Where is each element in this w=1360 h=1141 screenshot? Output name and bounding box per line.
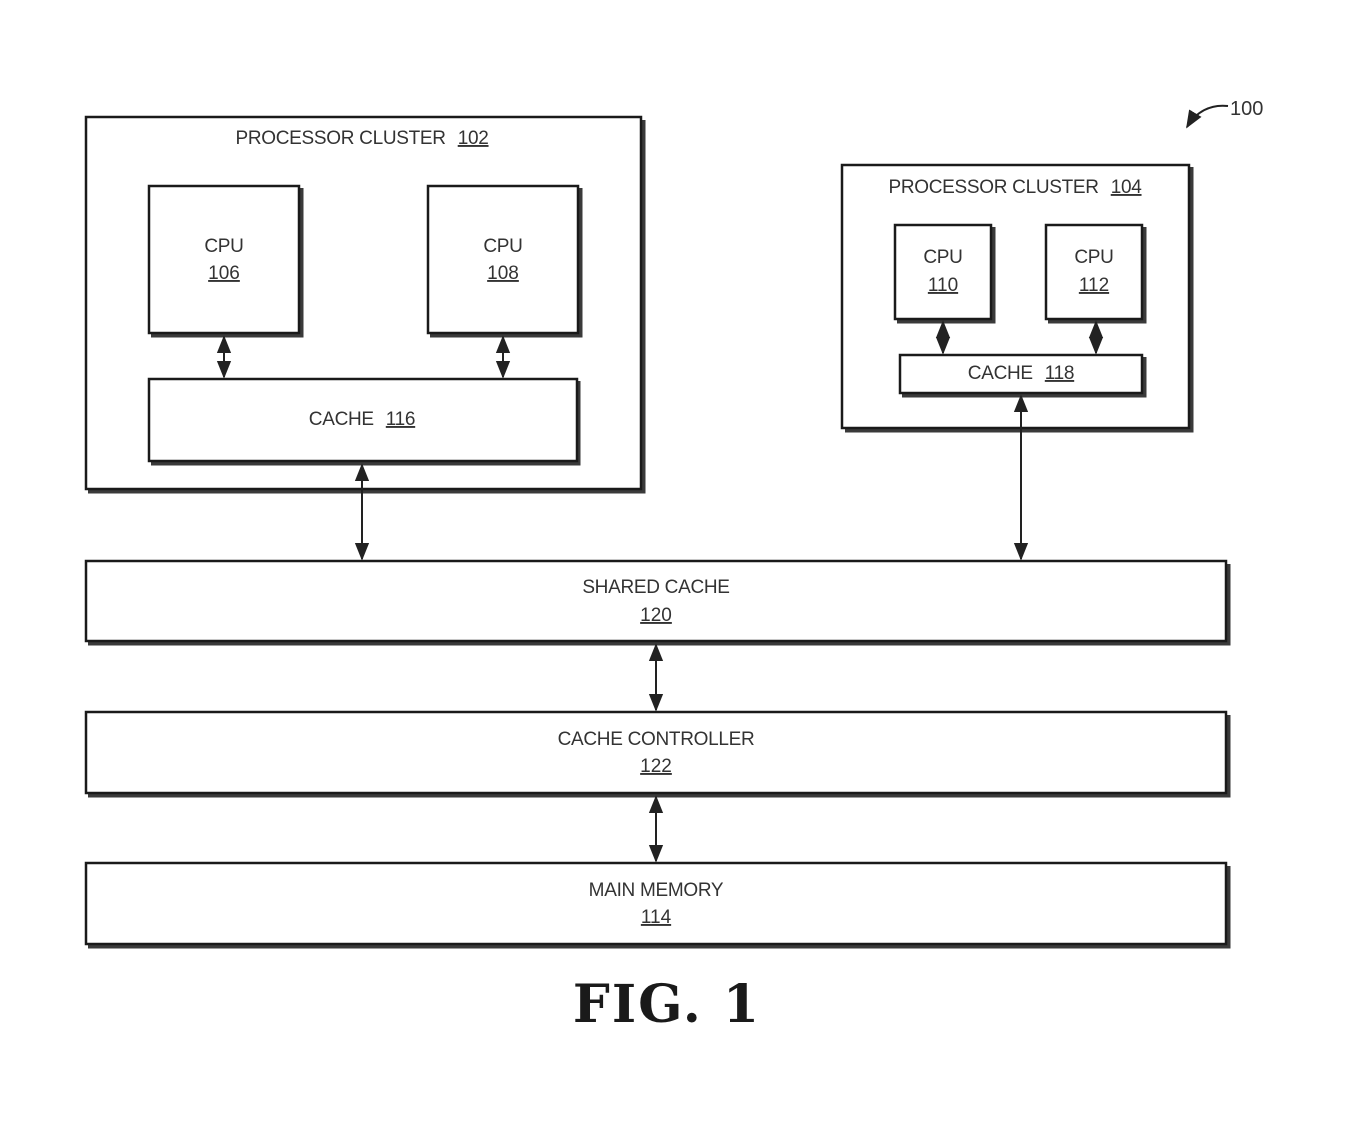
svg-text:PROCESSOR CLUSTER 104: PROCESSOR CLUSTER 104 (888, 177, 1142, 198)
cpu-110: CPU 110 (893, 223, 996, 324)
cache-controller-label: CACHE CONTROLLER (558, 729, 755, 750)
cpu-106: CPU 106 (147, 184, 304, 338)
cache-116-label: CACHE (309, 409, 374, 430)
cpu-112: CPU 112 (1044, 223, 1147, 324)
figure-ref-number: 100 (1230, 98, 1263, 120)
cpu-108: CPU 108 (426, 184, 583, 338)
figure-ref-leader (1186, 104, 1229, 129)
cpu-108-ref: 108 (487, 263, 519, 284)
cache-118-label: CACHE (968, 363, 1033, 384)
shared-cache-ref: 120 (640, 605, 672, 626)
cluster-104-label: PROCESSOR CLUSTER (888, 177, 1098, 198)
cpu-106-ref: 106 (208, 263, 240, 284)
cache-controller-122: CACHE CONTROLLER 122 (84, 710, 1231, 798)
cache-controller-ref: 122 (640, 756, 672, 777)
shared-cache-label: SHARED CACHE (582, 577, 729, 598)
main-memory-label: MAIN MEMORY (589, 880, 724, 901)
cpu-112-ref: 112 (1079, 275, 1109, 296)
cluster-104-ref: 104 (1111, 177, 1143, 198)
figure-caption: FIG. 1 (573, 974, 761, 1035)
cluster-102-ref: 102 (458, 128, 489, 149)
cache-116: CACHE 116 (147, 377, 581, 466)
cluster-102-label: PROCESSOR CLUSTER (235, 128, 445, 149)
cache-118: CACHE 118 (898, 353, 1147, 398)
shared-cache-120: SHARED CACHE 120 (84, 559, 1231, 646)
cache-116-ref: 116 (386, 409, 415, 430)
cpu-106-label: CPU (204, 236, 243, 257)
cache-118-ref: 118 (1045, 363, 1074, 384)
svg-text:CACHE 116: CACHE 116 (309, 409, 415, 430)
cpu-110-ref: 110 (928, 275, 958, 296)
svg-text:CACHE 118: CACHE 118 (968, 363, 1074, 384)
main-memory-114: MAIN MEMORY 114 (84, 861, 1231, 949)
cpu-112-label: CPU (1074, 247, 1113, 268)
cpu-110-label: CPU (923, 247, 962, 268)
cpu-108-label: CPU (483, 236, 522, 257)
figure-reference: 100 (1186, 98, 1263, 129)
main-memory-ref: 114 (641, 907, 672, 928)
svg-text:PROCESSOR CLUSTER 102: PROCESSOR CLUSTER 102 (235, 128, 488, 149)
